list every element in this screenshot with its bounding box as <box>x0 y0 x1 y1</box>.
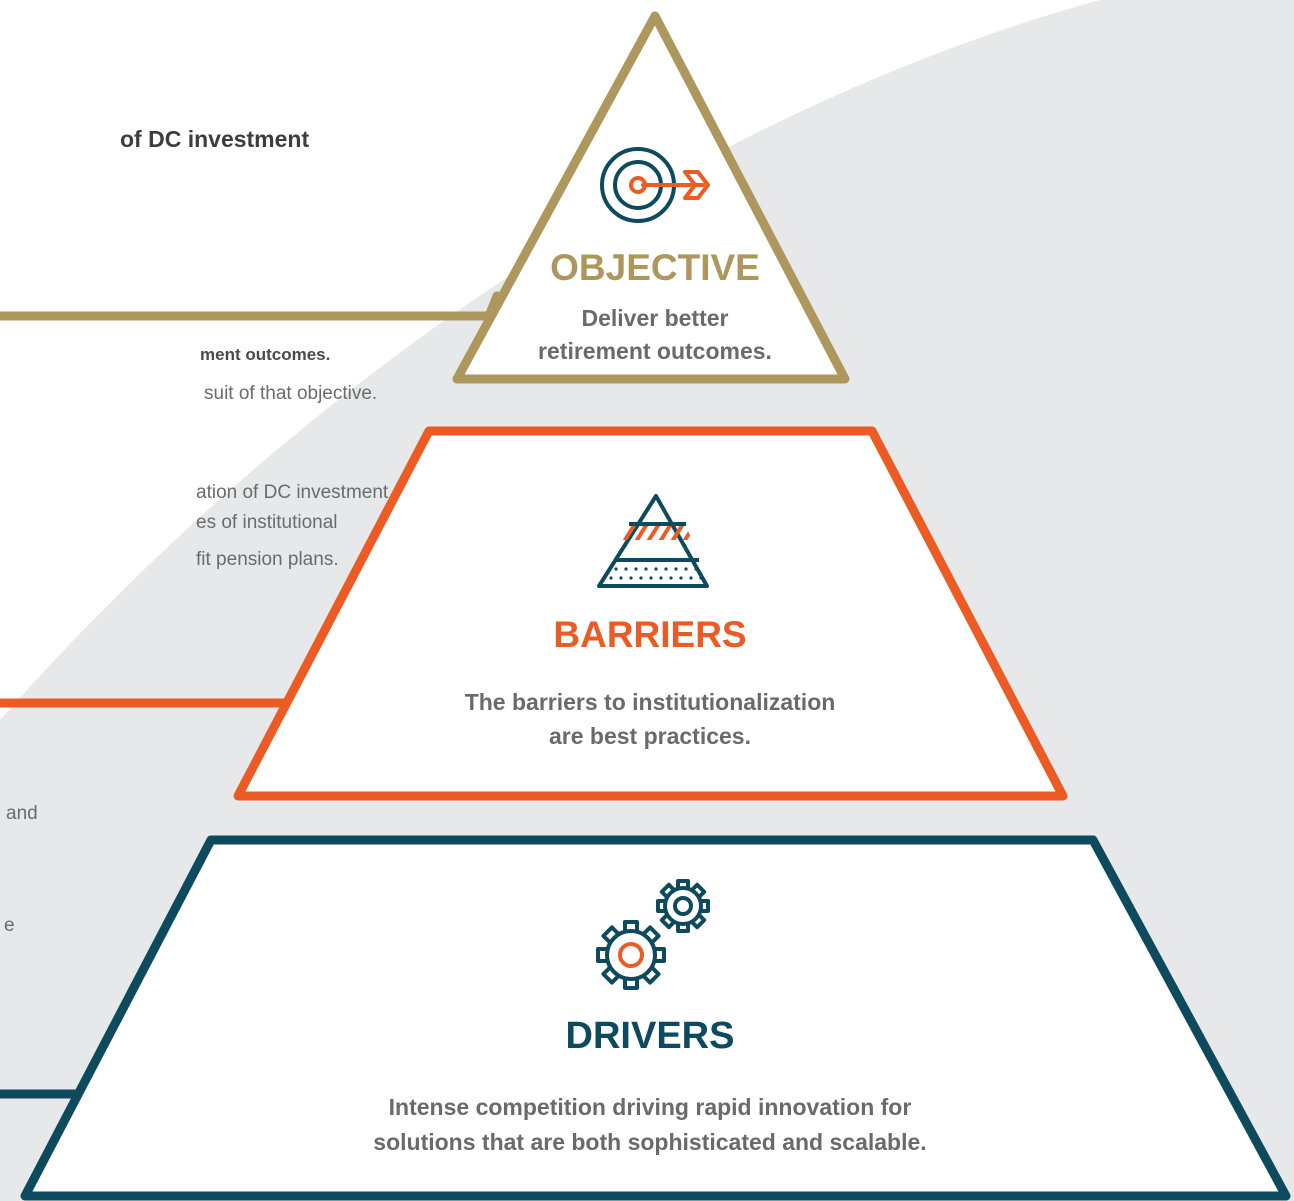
objective-text-line2: suit of that objective. <box>204 383 378 404</box>
barriers-text-line1: ation of DC investment <box>196 482 389 503</box>
drivers-desc-line1: Intense competition driving rapid innova… <box>388 1094 912 1120</box>
left-heading: of DC investment <box>120 126 310 152</box>
target-arrow-icon <box>600 147 710 223</box>
barriers-desc-line1: The barriers to institutionalization <box>464 689 836 715</box>
drivers-title: DRIVERS <box>565 1015 735 1057</box>
barriers-text-line2: es of institutional <box>196 512 338 533</box>
barriers-text-line3: fit pension plans. <box>196 549 339 570</box>
objective-desc-line1: Deliver better <box>581 305 729 331</box>
objective-connector-line <box>0 291 502 321</box>
gears-icon <box>596 879 710 990</box>
objective-tier <box>452 11 850 384</box>
drivers-text-line2: e <box>4 915 15 936</box>
barriers-title: BARRIERS <box>553 614 747 655</box>
objective-title: OBJECTIVE <box>550 247 760 288</box>
drivers-desc-line2: solutions that are both sophisticated an… <box>373 1129 927 1155</box>
barriers-tier <box>233 426 1068 801</box>
objective-desc-line2: retirement outcomes. <box>538 338 772 364</box>
objective-text-line1: ment outcomes. <box>200 345 331 364</box>
barriers-desc-line2: are best practices. <box>548 723 751 749</box>
drivers-tier <box>20 835 1291 1201</box>
drivers-text-line1: and <box>6 803 38 824</box>
